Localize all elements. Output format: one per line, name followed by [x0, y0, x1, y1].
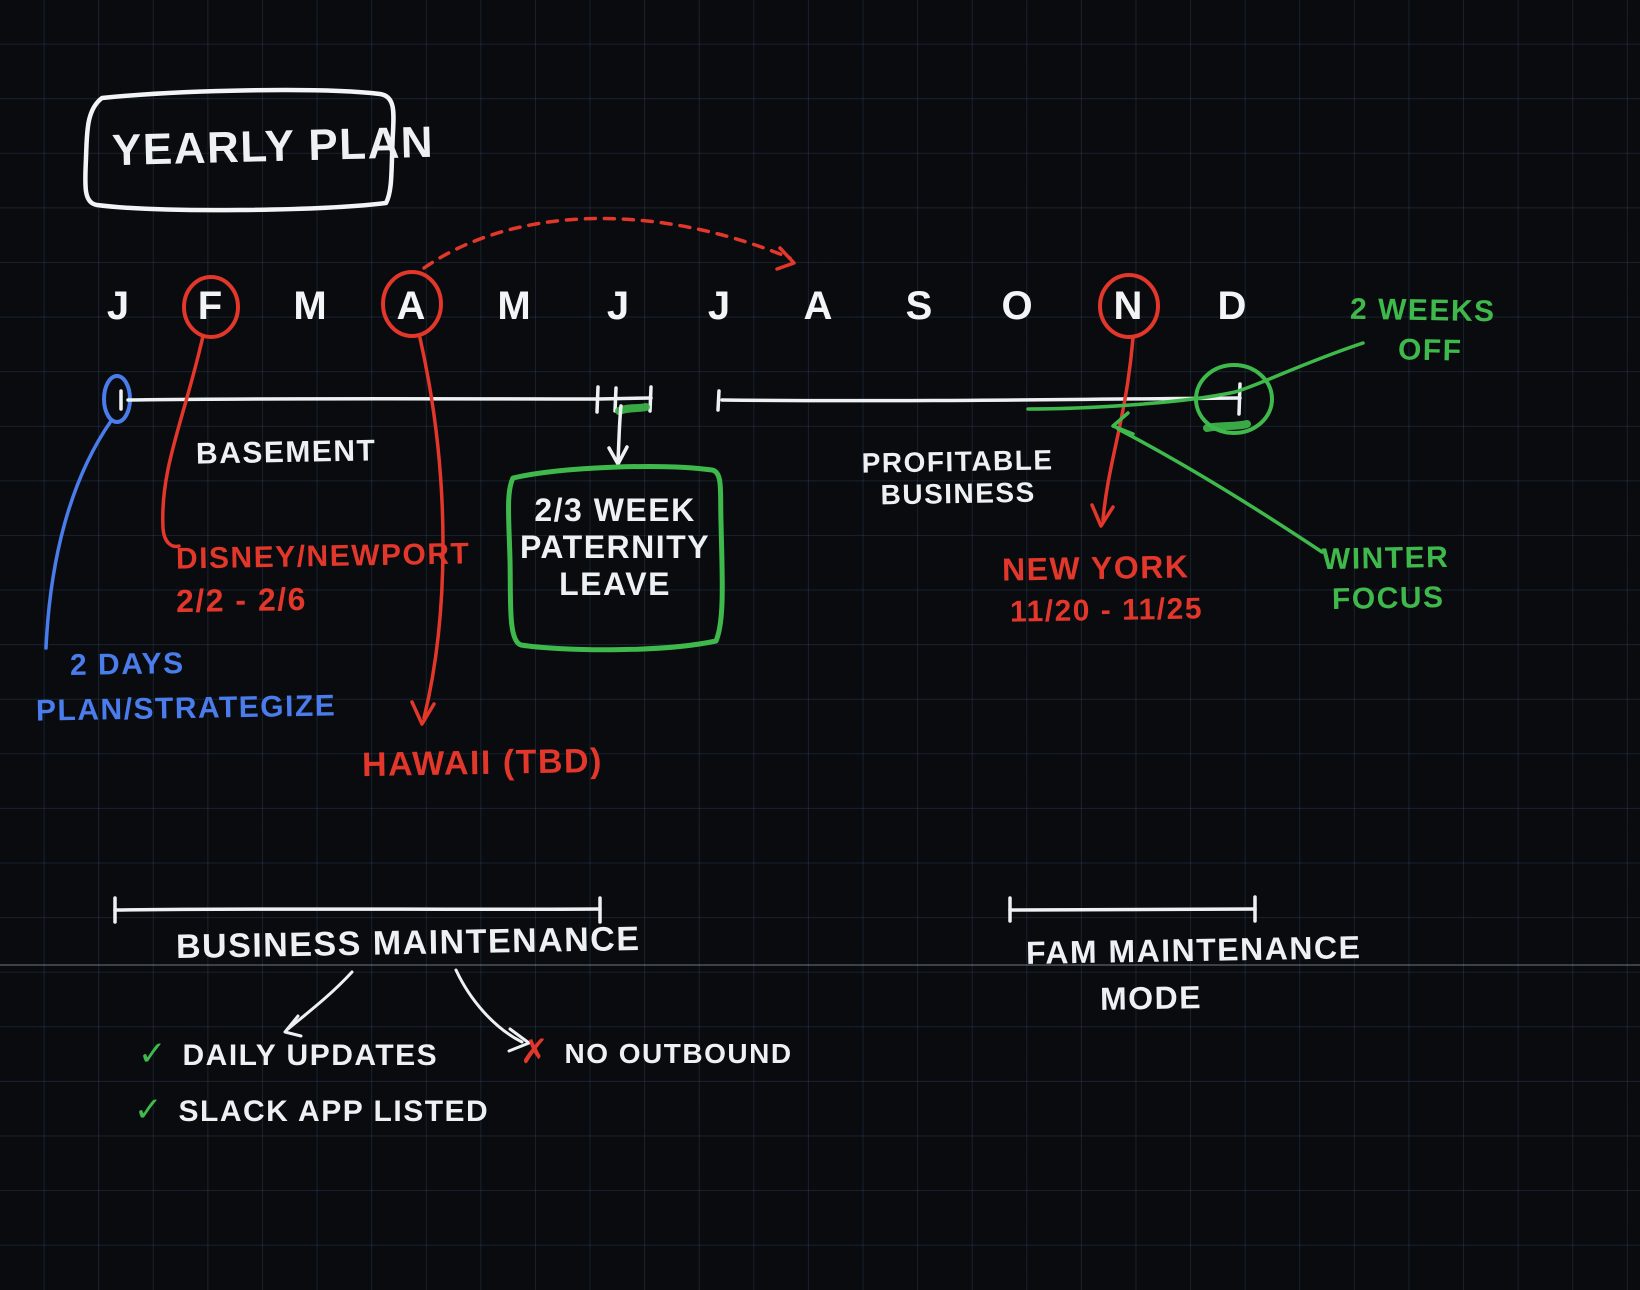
- two-weeks-off-pointer-line: [1026, 341, 1365, 411]
- paternity-box-outline: [506, 464, 725, 653]
- two-days-label: 2 DAYS: [69, 647, 185, 682]
- month-label-jan: J: [106, 284, 130, 328]
- april-to-hawaii-curve: [418, 336, 445, 720]
- paternity-arrow-line: [616, 404, 623, 462]
- month-label-may: M: [497, 284, 531, 328]
- daily-updates-label: DAILY UPDATES: [182, 1039, 439, 1072]
- daily-updates-item: ✓ DAILY UPDATES: [138, 1034, 438, 1074]
- month-label-dec: D: [1217, 284, 1247, 328]
- year-end-green-highlight: [1203, 420, 1251, 432]
- winter-label: WINTER: [1321, 540, 1450, 577]
- timeline-segment-2: [720, 396, 1242, 403]
- timeline-tick-july: [716, 389, 721, 412]
- new-york-dates-label: 11/20 - 11/25: [1009, 592, 1204, 629]
- paternity-line-3: LEAVE: [559, 565, 671, 602]
- newyork-arrowhead: [1090, 503, 1115, 528]
- fam-mode-label: MODE: [1099, 979, 1203, 1017]
- paternity-arrowhead: [607, 445, 629, 466]
- plan-strategize-label: PLAN/STRATEGIZE: [35, 689, 337, 728]
- timeline-segment-1: [126, 397, 599, 402]
- check-icon: ✓: [134, 1091, 163, 1129]
- business-bracket-line: [113, 907, 602, 912]
- no-outbound-arrowhead: [507, 1027, 531, 1053]
- paternity-leave-label: 2/3 WEEK PATERNITY LEAVE: [512, 492, 718, 602]
- new-york-label: NEW YORK: [1001, 548, 1190, 588]
- disney-newport-label: DISNEY/NEWPORT: [175, 537, 471, 576]
- two-weeks-label: 2 WEEKS: [1349, 292, 1496, 329]
- month-circle-april: [381, 270, 443, 338]
- november-to-newyork-curve: [1101, 336, 1135, 522]
- january-highlight-ellipse: [102, 374, 132, 424]
- no-outbound-label: NO OUTBOUND: [564, 1038, 793, 1069]
- paternity-line-1: 2/3 WEEK: [534, 492, 696, 528]
- month-label-aug: A: [803, 284, 833, 328]
- hawaii-label: HAWAII (TBD): [361, 741, 604, 785]
- profitable-line-2: BUSINESS: [880, 476, 1037, 511]
- hawaii-arrowhead: [410, 700, 436, 726]
- daily-updates-arrowhead: [283, 1014, 303, 1038]
- fam-maintenance-label: FAM MAINTENANCE: [1025, 929, 1362, 971]
- no-outbound-arrow-line: [454, 968, 524, 1044]
- paternity-green-highlight: [615, 403, 650, 415]
- month-label-jun: J: [606, 284, 630, 328]
- month-label-apr: A: [396, 284, 426, 328]
- timeline-tick-end: [1237, 382, 1242, 416]
- timeline-tick-june-c: [648, 385, 653, 413]
- april-august-dashed-arc: [422, 216, 792, 270]
- month-label-mar: M: [293, 284, 327, 328]
- winter-focus-arrow-line: [1116, 427, 1324, 554]
- business-maintenance-label: BUSINESS MAINTENANCE: [175, 919, 641, 967]
- profitable-business-label: PROFITABLE BUSINESS: [861, 444, 1054, 512]
- paternity-line-2: PATERNITY: [519, 528, 711, 565]
- x-icon: ✗: [520, 1033, 549, 1071]
- slack-app-item: ✓ SLACK APP LISTED: [134, 1090, 489, 1130]
- february-to-disney-curve: [161, 334, 205, 549]
- daily-updates-arrow-line: [286, 970, 354, 1031]
- slack-app-listed-label: SLACK APP LISTED: [178, 1095, 490, 1128]
- fam-bracket-line: [1008, 907, 1257, 912]
- winter-focus-arrowhead: [1111, 411, 1135, 436]
- month-label-nov: N: [1113, 284, 1143, 328]
- focus-label: FOCUS: [1331, 581, 1445, 616]
- page-title: YEARLY PLAN: [111, 117, 435, 176]
- month-label-sep: S: [905, 284, 933, 328]
- timeline-segment-paternity: [596, 396, 653, 401]
- month-label-feb: F: [197, 284, 223, 328]
- profitable-line-1: PROFITABLE: [861, 444, 1054, 479]
- disney-dates-label: 2/2 - 2/6: [175, 580, 308, 620]
- two-weeks-off-label: OFF: [1397, 333, 1463, 368]
- no-outbound-item: ✗ NO OUTBOUND: [520, 1032, 793, 1072]
- month-circle-february: [182, 275, 240, 339]
- timeline-tick-june-b: [613, 386, 618, 413]
- january-to-plan-curve: [44, 419, 113, 650]
- month-label-jul: J: [707, 284, 731, 328]
- dashed-arc-arrowhead: [775, 246, 796, 271]
- basement-label: BASEMENT: [195, 434, 377, 471]
- month-label-oct: O: [1001, 284, 1033, 328]
- title-box-outline: [83, 87, 396, 213]
- check-icon: ✓: [138, 1035, 167, 1073]
- month-circle-november: [1098, 273, 1160, 339]
